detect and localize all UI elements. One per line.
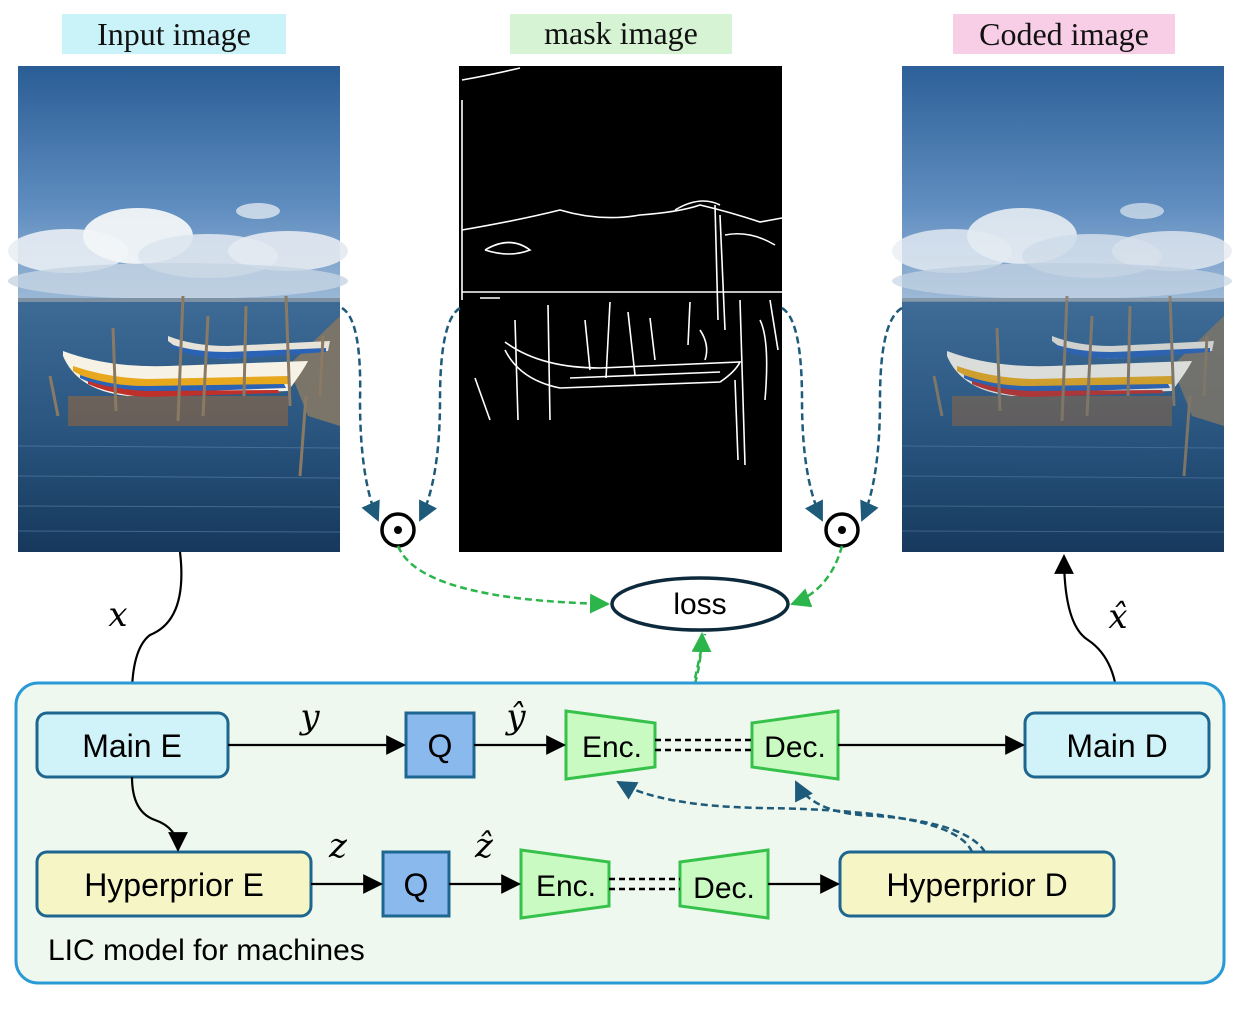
entropy-decoder-top — [750, 709, 840, 781]
entropy-encoder-top — [564, 709, 657, 781]
quantizer-top-label: Q — [428, 728, 453, 764]
loss-node — [610, 576, 790, 632]
coded-image-label: Coded image — [979, 16, 1149, 52]
entropy-encoder-bottom-label: Enc. — [536, 870, 596, 903]
entropy-decoder-bottom-label: Dec. — [693, 872, 755, 905]
product-left-to-loss-arrow — [396, 545, 610, 614]
input-to-product-left-arrow — [341, 306, 380, 522]
hyperprior-d-box — [838, 850, 1116, 918]
entropy-encoder-top-label: Enc. — [582, 731, 642, 764]
z-label: z — [328, 826, 348, 866]
main-d-label: Main D — [1066, 728, 1167, 764]
quantizer-bottom-label: Q — [404, 867, 429, 903]
coded-image-label-bg — [953, 14, 1175, 54]
lic-model-caption: LIC model for machines — [48, 934, 365, 967]
mask-to-product-left-arrow — [418, 306, 461, 522]
hyperprior-d-label: Hyperprior D — [886, 867, 1067, 903]
hyperprior-e-label: Hyperprior E — [84, 867, 264, 903]
mask-image-label: mask image — [544, 15, 698, 51]
z-hat-label: ẑ — [474, 826, 494, 866]
main-e-to-hyperprior-e-arrow — [130, 776, 188, 852]
entropy-decoder-bottom — [678, 848, 770, 920]
coded-to-product-right-arrow — [860, 306, 903, 522]
main-d-box — [1023, 711, 1211, 779]
mask-image — [459, 66, 783, 552]
mask-image-label-bg — [510, 14, 732, 54]
coded-image — [890, 64, 1234, 554]
y-hat-label: ŷ — [504, 697, 526, 737]
input-to-main-e-arrow — [121, 551, 183, 710]
product-node-left — [380, 512, 416, 548]
entropy-decoder-top-label: Dec. — [764, 731, 826, 764]
product-right-to-loss-arrow — [790, 545, 844, 608]
hyperprior-d-to-dec-top-arrow — [794, 780, 987, 853]
product-node-right — [824, 512, 860, 548]
mask-to-product-right-arrow — [781, 306, 824, 522]
entropy-encoder-bottom — [519, 848, 611, 920]
hyperprior-d-to-enc-top-arrow — [616, 780, 974, 853]
input-image-label-bg — [62, 14, 286, 54]
y-label: y — [298, 697, 320, 737]
input-image — [6, 64, 350, 554]
x-label: x — [108, 595, 127, 635]
main-e-label: Main E — [82, 728, 182, 764]
loss-label: loss — [673, 588, 726, 621]
input-image-label: Input image — [97, 16, 251, 52]
x-hat-label: x̂ — [1108, 597, 1127, 637]
quantizer-bottom — [381, 850, 451, 918]
